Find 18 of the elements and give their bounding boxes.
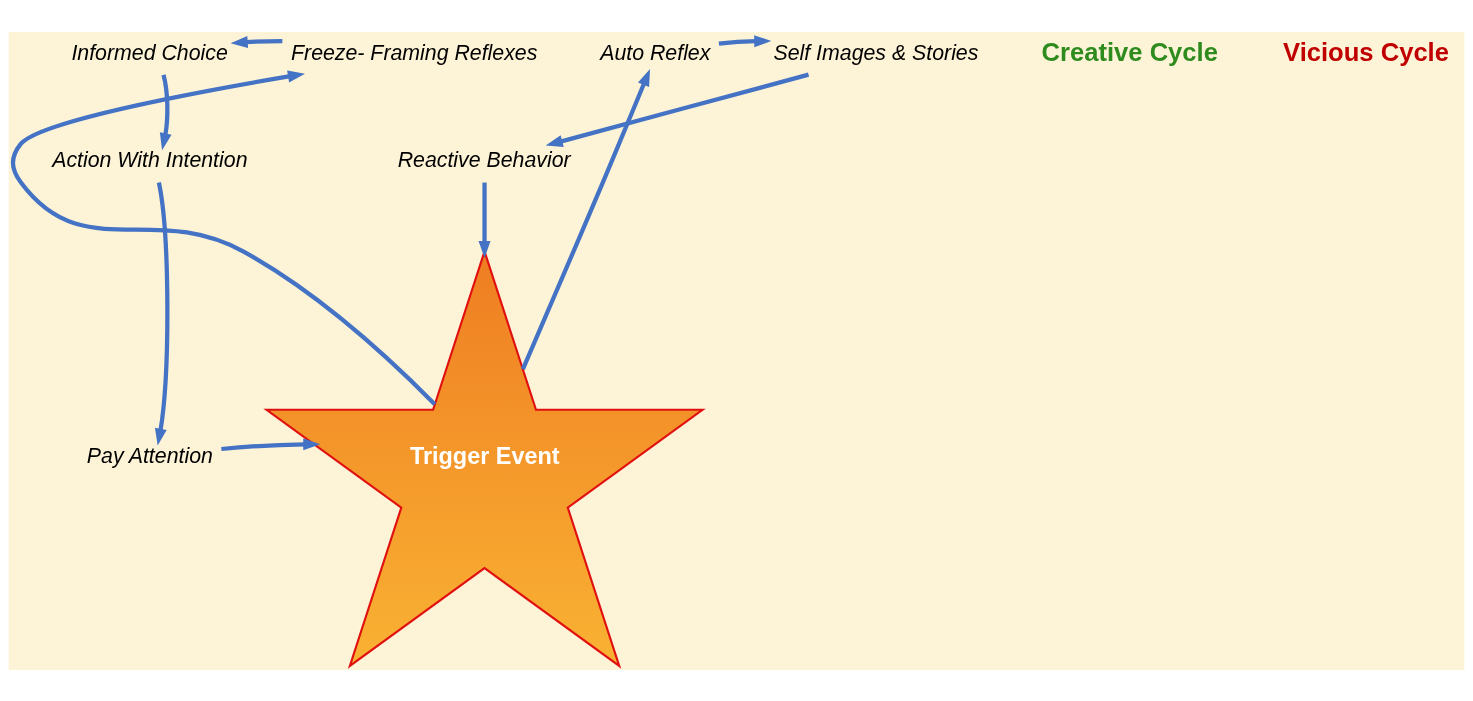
node-text: Self Images & Stories <box>773 40 979 65</box>
arrow <box>520 68 651 370</box>
arrow <box>478 182 491 258</box>
arrow <box>11 70 437 406</box>
arrow <box>718 34 772 47</box>
node-text: Auto Reflex <box>600 40 711 65</box>
node-text: Pay Attention <box>86 443 213 468</box>
arrow <box>154 181 170 446</box>
arrow <box>221 437 321 451</box>
arrow <box>230 35 283 48</box>
label: Vicious Cycle <box>1283 37 1449 66</box>
node-text: Reactive Behavior <box>397 147 571 172</box>
arrow <box>545 72 810 147</box>
label: Creative Cycle <box>1041 37 1218 66</box>
arrow <box>159 73 172 150</box>
node-text: Freeze- Framing Reflexes <box>291 40 538 65</box>
node-text: Informed Choice <box>71 40 228 65</box>
node-text: Action With Intention <box>52 147 248 172</box>
